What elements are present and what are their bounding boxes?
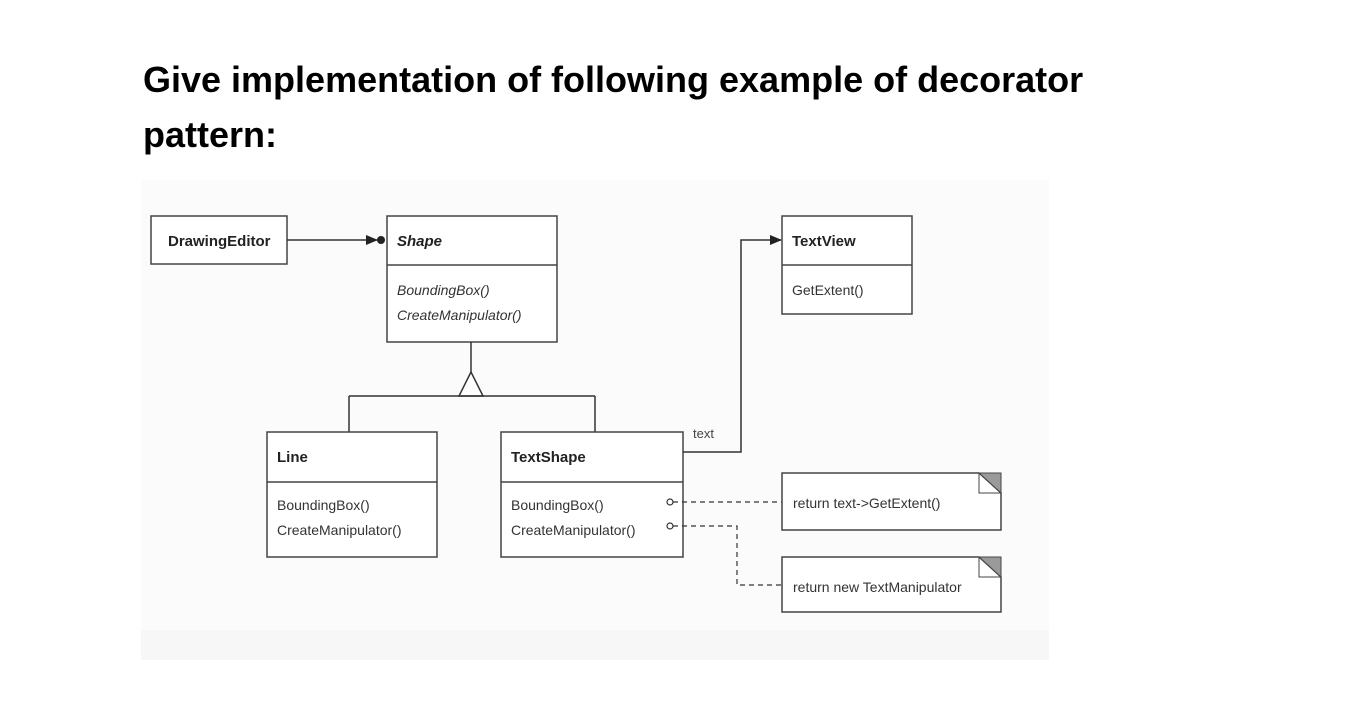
class-drawing-editor: DrawingEditor [150,215,288,265]
diagram-svg: DrawingEditor Shape BoundingBox() Create… [150,215,1002,613]
line-op-create-manipulator: CreateManipulator() [277,522,402,538]
line-op-bounding-box: BoundingBox() [277,497,370,513]
shape-op-bounding-box: BoundingBox() [397,282,490,298]
shape-op-create-manipulator: CreateManipulator() [397,307,522,323]
class-textshape: TextShape BoundingBox() CreateManipulato… [500,431,684,558]
note-bounding-box: return text->GetExtent() [781,472,1002,531]
uml-class-diagram: DrawingEditor Shape BoundingBox() Create… [141,180,1049,660]
generalization-triangle-icon [457,370,485,397]
textshape-name: TextShape [511,449,586,466]
note-dogear-icon [977,472,1002,495]
association-label-text: text [693,426,714,441]
textview-op-get-extent: GetExtent() [792,282,864,298]
inheritance-tree [348,342,596,432]
question-heading: Give implementation of following example… [143,52,1143,162]
note-anchor-icon [666,498,674,506]
line-name: Line [277,449,308,466]
association-editor-to-shape [287,235,385,245]
association-textshape-to-textview: text [683,235,782,453]
shape-name: Shape [397,233,442,250]
drawing-editor-name: DrawingEditor [168,233,271,250]
class-line: Line BoundingBox() CreateManipulator() [266,431,438,558]
class-shape: Shape BoundingBox() CreateManipulator() [386,215,558,343]
heading-line-1: Give implementation of following example… [143,59,1084,100]
note-create-manipulator-text: return new TextManipulator [793,579,962,595]
textshape-op-create-manipulator: CreateManipulator() [511,522,636,538]
note-dogear-icon [977,556,1002,579]
note-anchor-icon [666,522,674,530]
note-bounding-box-text: return text->GetExtent() [793,495,940,511]
textview-name: TextView [792,233,856,250]
aggregation-dot-icon [377,236,385,244]
heading-line-2: pattern: [143,114,277,155]
note-connectors [666,498,782,586]
class-textview: TextView GetExtent() [781,215,913,315]
note-create-manipulator: return new TextManipulator [781,556,1002,613]
textshape-op-bounding-box: BoundingBox() [511,497,604,513]
